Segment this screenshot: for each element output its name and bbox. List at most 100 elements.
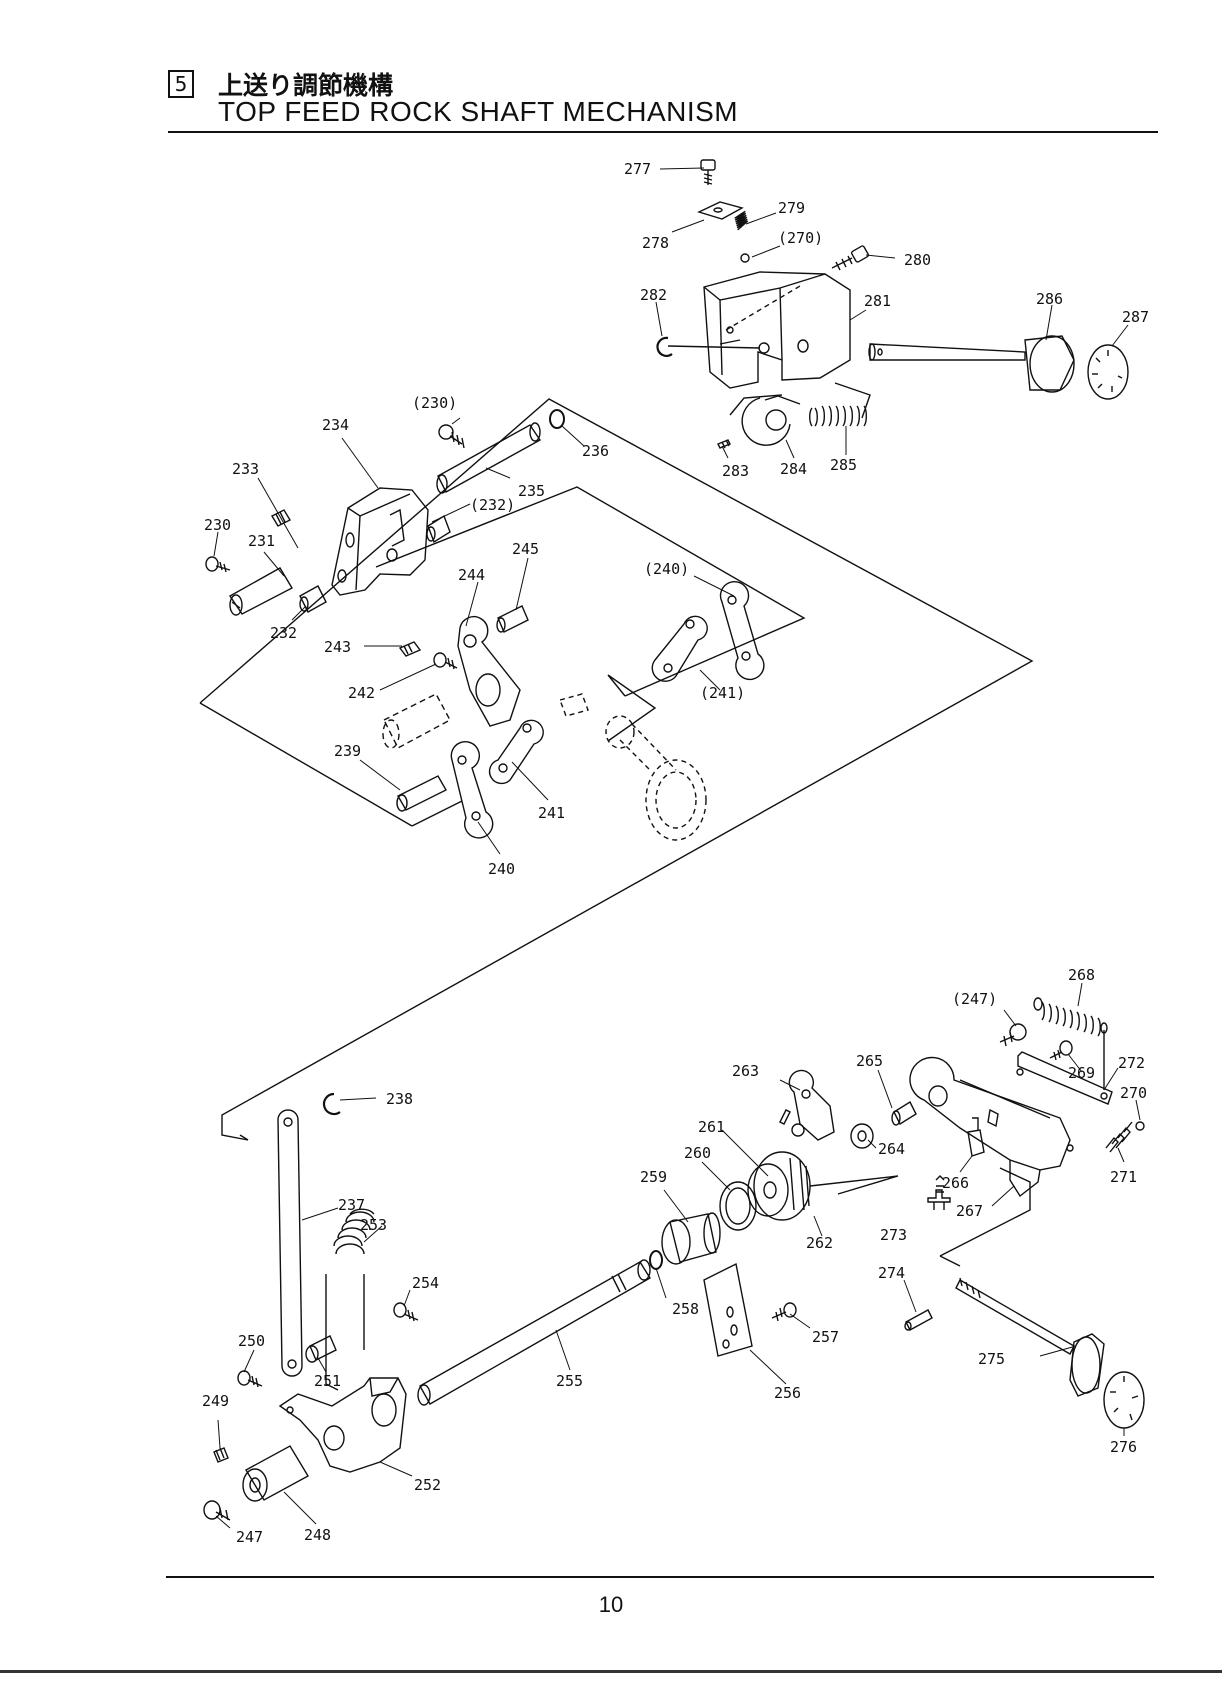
part-271-spring: [1106, 1122, 1132, 1152]
part-239-pin: [397, 776, 446, 811]
label-265: 265: [856, 1052, 883, 1070]
shaft-ghost-dashed: [383, 694, 450, 748]
label-264: 264: [878, 1140, 905, 1158]
part-287-dial: [1088, 345, 1128, 399]
label-232-ref: (232): [470, 496, 515, 514]
label-248: 248: [304, 1526, 331, 1544]
part-278-plate: [699, 202, 742, 219]
label-286: 286: [1036, 290, 1063, 308]
section-title-english: TOP FEED ROCK SHAFT MECHANISM: [218, 96, 739, 127]
part-277-screw: [701, 160, 715, 185]
label-245: 245: [512, 540, 539, 558]
label-259: 259: [640, 1168, 667, 1186]
part-234-bracket: [332, 488, 428, 595]
label-263: 263: [732, 1062, 759, 1080]
label-233: 233: [232, 460, 259, 478]
label-268: 268: [1068, 966, 1095, 984]
label-230-ref: (230): [412, 394, 457, 412]
label-273: 273: [880, 1226, 907, 1244]
label-279: 279: [778, 199, 805, 217]
part-253-spring: [326, 1209, 374, 1390]
part-233-screw: [272, 510, 290, 526]
part-245-pin: [497, 606, 528, 632]
part-240-link-upper: [721, 582, 764, 680]
part-270-ball-lower: [1136, 1122, 1144, 1130]
part-268-spring: [1034, 998, 1107, 1090]
part-252-crank: [280, 1378, 406, 1472]
label-244: 244: [458, 566, 485, 584]
part-275-adjusting-screw: [956, 1278, 1104, 1396]
section-number-box: 5: [168, 70, 194, 98]
part-273-screw: [928, 1176, 950, 1210]
label-240: 240: [488, 860, 515, 878]
part-257-screw: [772, 1303, 796, 1321]
section-title-japanese: 上送り調節機構: [218, 71, 394, 100]
label-254: 254: [412, 1274, 439, 1292]
part-260-ring: [720, 1182, 756, 1230]
part-238-e-ring: [324, 1094, 340, 1114]
part-237-link: [278, 1110, 302, 1376]
part-254-screw: [394, 1303, 418, 1321]
part-247-screw-lower: [204, 1501, 230, 1520]
label-235: 235: [518, 482, 545, 500]
label-277: 277: [624, 160, 651, 178]
part-269-screw: [1050, 1041, 1072, 1060]
part-236-ring: [550, 410, 564, 428]
label-261: 261: [698, 1118, 725, 1136]
label-232: 232: [270, 624, 297, 642]
part-235-shaft: [437, 423, 540, 493]
label-285: 285: [830, 456, 857, 474]
label-262: 262: [806, 1234, 833, 1252]
part-270-ball: [741, 254, 749, 262]
label-269: 269: [1068, 1064, 1095, 1082]
connecting-rod-ghost-dashed: [560, 694, 706, 840]
label-280: 280: [904, 251, 931, 269]
assembly-outline-frames: [200, 399, 1032, 1266]
label-255: 255: [556, 1372, 583, 1390]
page-number: 10: [598, 1592, 624, 1617]
label-253: 253: [360, 1216, 387, 1234]
part-256-segment: [704, 1264, 752, 1356]
label-257: 257: [812, 1328, 839, 1346]
part-231-pin: [230, 568, 292, 615]
part-number-labels: 277 278 279 (270) 280 282 281 286 287 28…: [202, 160, 1149, 1546]
part-240-link-lower: [451, 742, 492, 838]
label-251: 251: [314, 1372, 341, 1390]
part-247-screw-upper: [1000, 1024, 1026, 1046]
part-244-crank: [458, 617, 520, 726]
header-rule: [168, 131, 1158, 133]
part-266-stud: [968, 1118, 984, 1156]
part-274-pin: [905, 1310, 932, 1330]
label-256: 256: [774, 1384, 801, 1402]
label-267: 267: [956, 1202, 983, 1220]
label-282: 282: [640, 286, 667, 304]
part-280-screw: [832, 245, 869, 270]
part-286-shaft-and-knob: [869, 336, 1074, 392]
label-258: 258: [672, 1300, 699, 1318]
label-239: 239: [334, 742, 361, 760]
part-251-stud: [306, 1336, 336, 1362]
part-258-ring: [650, 1251, 662, 1269]
part-283-screw: [718, 440, 730, 448]
label-241-ref: (241): [700, 684, 745, 702]
label-284: 284: [780, 460, 807, 478]
part-265-pin: [892, 1102, 916, 1125]
label-287: 287: [1122, 308, 1149, 326]
part-272-plate: [1017, 1052, 1112, 1104]
label-238: 238: [386, 1090, 413, 1108]
label-278: 278: [642, 234, 669, 252]
label-266: 266: [942, 1174, 969, 1192]
part-259-collar: [662, 1213, 720, 1264]
label-275: 275: [978, 1350, 1005, 1368]
part-282-retaining-ring: [658, 338, 672, 356]
label-241: 241: [538, 804, 565, 822]
part-276-dial: [1104, 1372, 1144, 1428]
label-247-ref: (247): [952, 990, 997, 1008]
label-250: 250: [238, 1332, 265, 1350]
part-241-link-upper: [652, 616, 707, 681]
label-276: 276: [1110, 1438, 1137, 1456]
label-260: 260: [684, 1144, 711, 1162]
part-230-screw-lower: [206, 557, 230, 572]
part-284-cam: [742, 396, 800, 445]
